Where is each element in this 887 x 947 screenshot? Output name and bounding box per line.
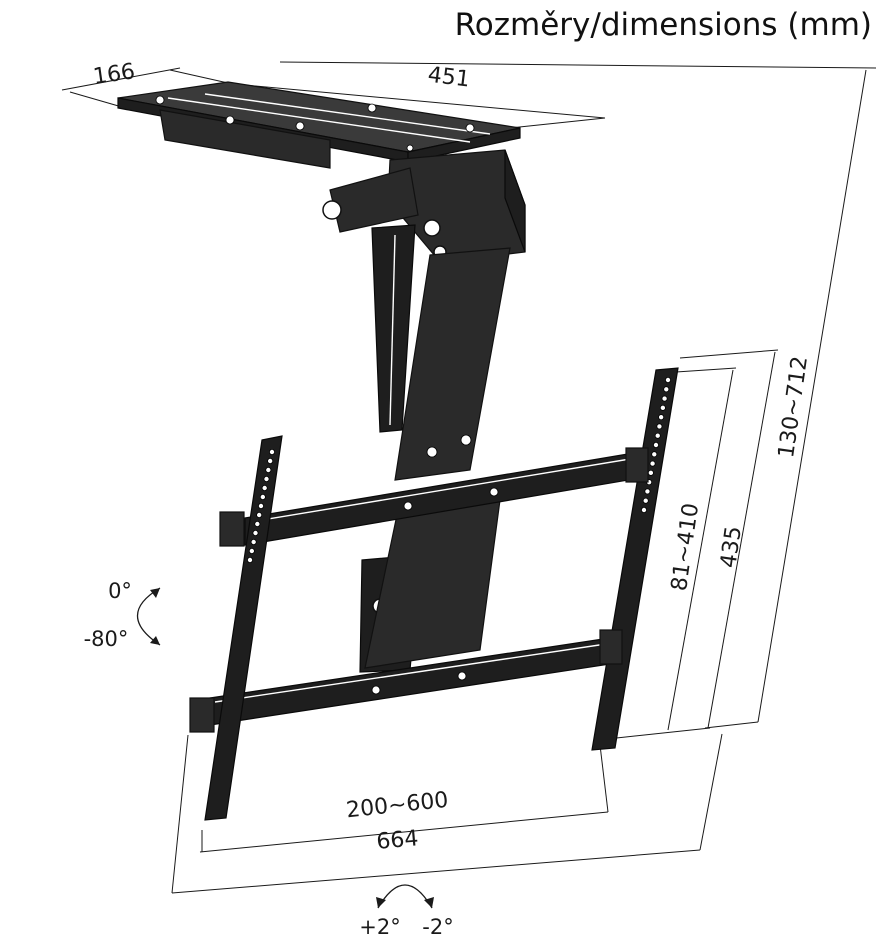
- tilt-top-label: 0°: [108, 579, 132, 603]
- tilt-bracket: [364, 499, 501, 669]
- overall-width-dimension: 664: [171, 733, 723, 894]
- rail-hole: [259, 493, 266, 500]
- joint-housing: [322, 149, 526, 263]
- rail-hole: [661, 395, 668, 402]
- rail-hole: [261, 484, 268, 491]
- rail-hole: [248, 548, 255, 555]
- rail-hole: [642, 497, 649, 504]
- rail-height-dimension: 435: [597, 349, 779, 741]
- tilt-indicator: 0° -80°: [84, 579, 161, 651]
- rail-hole: [268, 448, 275, 455]
- vesa-horizontal-label: 200~600: [345, 788, 449, 824]
- rail-hole: [246, 557, 253, 564]
- ceiling-plate: [117, 81, 521, 169]
- overall-width-label: 664: [375, 826, 419, 855]
- swivel-indicator: +2° -2°: [359, 884, 454, 939]
- height-label: 130~712: [774, 355, 813, 460]
- rail-hole: [257, 502, 264, 509]
- rail-hole: [659, 404, 666, 411]
- rail-hole: [654, 432, 661, 439]
- rail-hole: [665, 376, 672, 383]
- rail-hole: [250, 539, 257, 546]
- rail-hole: [252, 530, 259, 537]
- vesa-vertical-label: 81~410: [667, 502, 704, 593]
- rail-hole: [663, 386, 670, 393]
- right-vertical-rail: [591, 367, 679, 751]
- width-dimension: 451: [221, 61, 877, 129]
- rail-hole: [658, 414, 665, 421]
- swivel-left-label: +2°: [359, 915, 400, 939]
- rail-hole: [647, 469, 654, 476]
- left-vertical-rail: [189, 435, 283, 821]
- depth-label: 166: [92, 59, 137, 90]
- rail-hole: [263, 475, 270, 482]
- rail-height-label: 435: [716, 525, 747, 570]
- rail-hole: [651, 451, 658, 458]
- rail-hole: [644, 488, 651, 495]
- diagram-title: Rozměry/dimensions (mm): [455, 7, 872, 43]
- rail-hole: [256, 512, 263, 519]
- rail-hole: [649, 460, 656, 467]
- rail-hole: [254, 521, 261, 528]
- tilt-bottom-label: -80°: [84, 627, 129, 651]
- rail-hole: [656, 423, 663, 430]
- swivel-right-label: -2°: [422, 915, 453, 939]
- depth-dimension: 166: [61, 59, 229, 108]
- rail-hole: [267, 457, 274, 464]
- width-label: 451: [426, 63, 471, 93]
- rail-hole: [641, 506, 648, 513]
- rail-hole: [265, 466, 272, 473]
- height-dimension: 130~712: [704, 69, 867, 729]
- rail-hole: [653, 441, 660, 448]
